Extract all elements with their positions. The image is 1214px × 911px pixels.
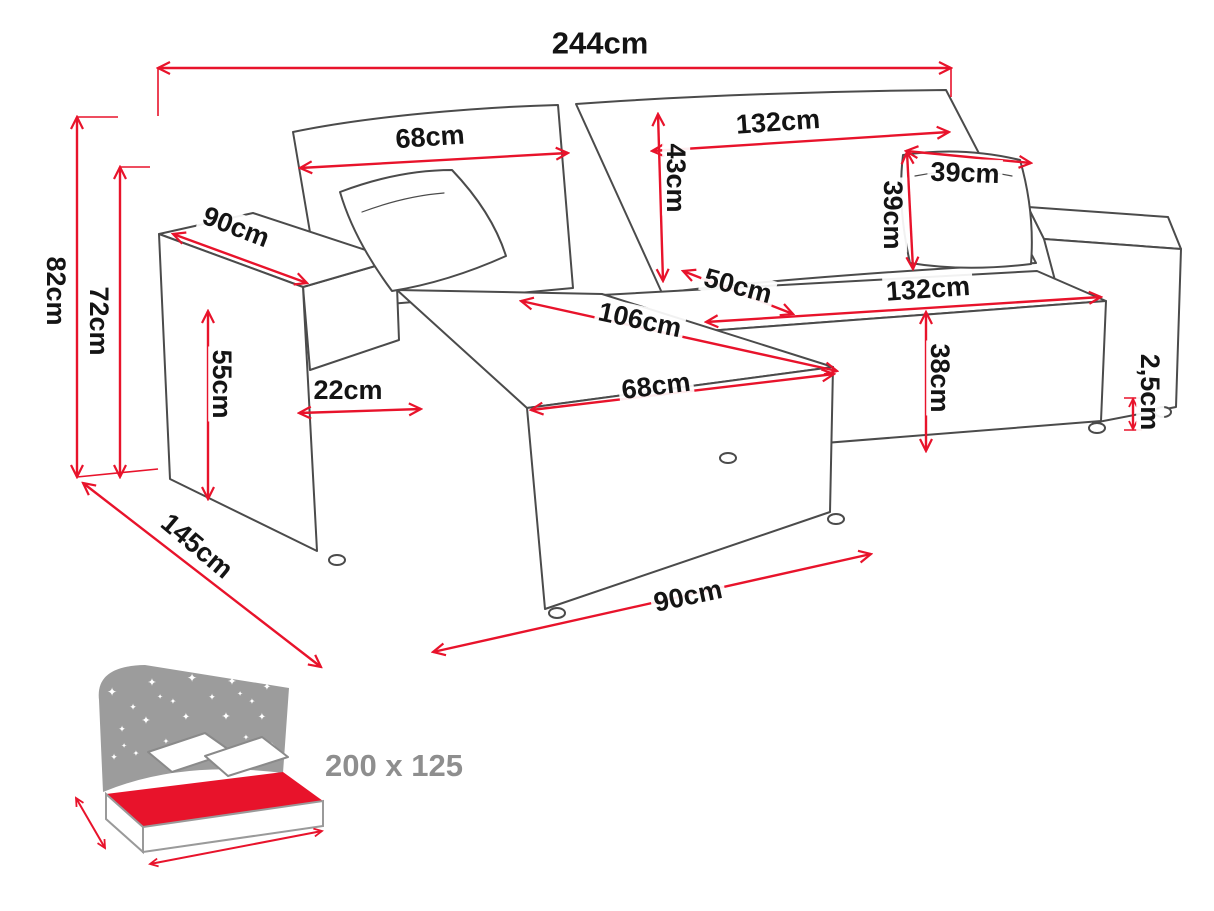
svg-text:✦: ✦	[147, 676, 156, 689]
dim-label-seat-back-height: 72cm	[84, 283, 114, 359]
svg-text:✦: ✦	[263, 682, 271, 693]
svg-text:✦: ✦	[129, 703, 137, 713]
icon-star-field: ✦✦ ✦✦ ✦✦ ✦✦ ✦✦ ✦✦ ✦✦ ✦✦ ✦✦ ✦✦ ✦✦ ✦✦	[107, 671, 276, 763]
dim-label-armrest-width: 22cm	[310, 375, 386, 404]
icon-pillows	[147, 732, 289, 777]
dim-line-armrest-width	[299, 409, 421, 413]
dim-label-leg-height: 2,5cm	[1135, 350, 1165, 434]
svg-text:✦: ✦	[110, 753, 118, 763]
dim-label-back-height: 43cm	[661, 140, 691, 216]
svg-text:✦: ✦	[118, 725, 126, 735]
sleeping-area-label: 200 x 125	[325, 748, 463, 783]
dim-label-right-seat-width: 132cm	[882, 271, 974, 307]
dim-label-back-small: 68cm	[391, 119, 469, 154]
svg-text:✦: ✦	[258, 712, 266, 723]
dim-label-seat-height: 38cm	[925, 340, 955, 416]
dim-line-back-small	[300, 153, 568, 168]
svg-text:✦: ✦	[249, 697, 256, 706]
dim-label-pillow-height: 39cm	[878, 177, 908, 253]
dim-label-armrest-height: 55cm	[207, 346, 237, 422]
svg-text:✦: ✦	[163, 737, 170, 746]
svg-text:✦: ✦	[170, 697, 177, 706]
dim-line-total-depth	[83, 483, 321, 667]
dim-line-armrest-depth	[173, 234, 307, 283]
svg-text:✦: ✦	[208, 693, 216, 703]
dim-line-pillow-width	[906, 151, 1031, 163]
svg-text:✦: ✦	[227, 675, 236, 688]
dim-label-overall-height: 82cm	[41, 253, 71, 329]
svg-text:✦: ✦	[107, 685, 117, 699]
dim-line-back-large	[652, 132, 949, 151]
svg-text:✦: ✦	[187, 671, 197, 685]
svg-text:✦: ✦	[121, 742, 127, 750]
dim-line-pillow-height	[907, 152, 913, 269]
dim-label-pillow-width: 39cm	[926, 157, 1004, 189]
dim-label-overall-width: 244cm	[548, 27, 652, 61]
icon-mattress-top	[106, 772, 323, 827]
dim-line-back-height	[658, 114, 663, 281]
sofa-bed-icon: ✦✦ ✦✦ ✦✦ ✦✦ ✦✦ ✦✦ ✦✦ ✦✦ ✦✦ ✦✦ ✦✦ ✦✦	[76, 665, 324, 864]
svg-text:✦: ✦	[221, 710, 230, 723]
icon-dimension-arrows	[76, 798, 322, 864]
svg-text:✦: ✦	[157, 693, 163, 701]
svg-text:✦: ✦	[182, 712, 190, 723]
dim-label-back-large: 132cm	[732, 104, 824, 140]
svg-text:✦: ✦	[237, 690, 243, 698]
svg-text:✦: ✦	[133, 749, 140, 758]
svg-text:✦: ✦	[243, 733, 250, 742]
svg-text:✦: ✦	[141, 714, 150, 727]
